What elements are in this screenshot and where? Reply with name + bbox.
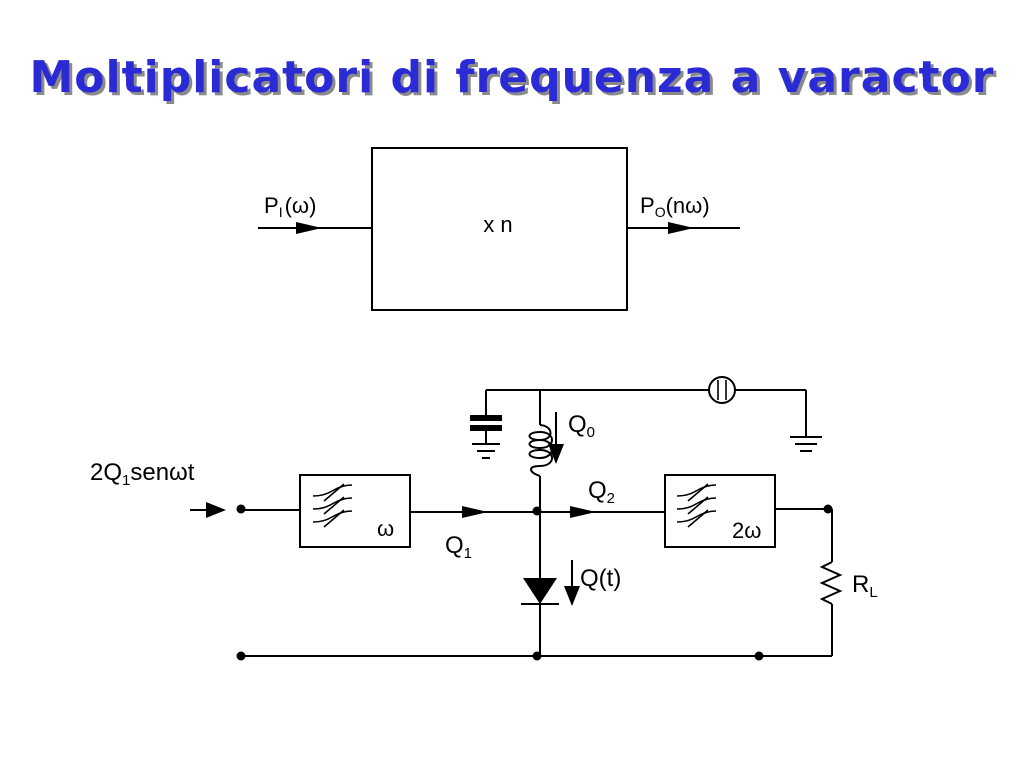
varactor-circuit: 2Q1senωt ω Q1 Q2 2ω RL bbox=[90, 376, 878, 661]
q0-label: Q0 bbox=[568, 411, 595, 441]
load-resistor-label: RL bbox=[852, 571, 878, 601]
bias-source-icon bbox=[708, 376, 736, 404]
input-power-label: PI(ω) bbox=[264, 193, 316, 220]
slide-title: Moltiplicatori di frequenza a varactor bbox=[29, 52, 995, 103]
q1-label: Q1 bbox=[445, 532, 472, 562]
filter-symbol-icon bbox=[676, 483, 717, 528]
return-terminal bbox=[754, 651, 764, 661]
ground-icon bbox=[472, 443, 500, 459]
filter-symbol-icon bbox=[312, 483, 353, 528]
q2-arrow-icon bbox=[570, 506, 596, 518]
output-arrow-icon bbox=[668, 222, 694, 234]
source-label: 2Q1senωt bbox=[90, 459, 195, 489]
resistor-icon bbox=[819, 561, 843, 605]
filter1-freq-label: ω bbox=[377, 516, 394, 541]
qt-label: Q(t) bbox=[580, 565, 621, 592]
return-junction bbox=[532, 651, 542, 661]
multiplier-box-label: x n bbox=[483, 212, 512, 237]
input-arrow-icon bbox=[296, 222, 322, 234]
return-terminal bbox=[236, 651, 246, 661]
block-diagram: PI(ω) x n PO(nω) bbox=[258, 147, 740, 311]
inductor-icon bbox=[528, 424, 553, 477]
output-terminal bbox=[823, 504, 833, 514]
filter2-freq-label: 2ω bbox=[732, 518, 761, 543]
q1-arrow-icon bbox=[462, 506, 488, 518]
output-power-label: PO(nω) bbox=[640, 193, 710, 220]
q2-label: Q2 bbox=[588, 477, 615, 507]
ground-icon bbox=[790, 436, 822, 452]
bandpass-filter-2omega bbox=[664, 474, 776, 548]
varactor-diode-icon bbox=[523, 578, 557, 604]
multiplier-box bbox=[371, 147, 628, 311]
